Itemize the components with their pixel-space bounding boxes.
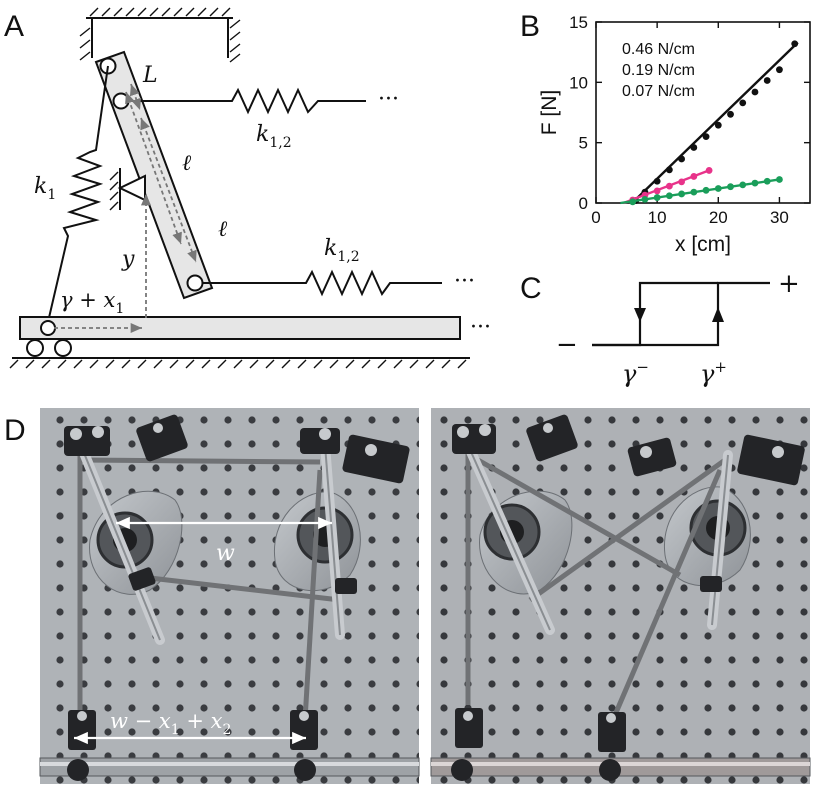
data-point <box>751 88 759 96</box>
panel-label-b: B <box>520 10 540 43</box>
chart-series <box>620 40 799 206</box>
chart-legend: 0.46 N/cm 0.19 N/cm 0.07 N/cm <box>622 41 695 100</box>
dimension-arrows <box>54 83 197 334</box>
hysteresis-lower-path <box>592 281 718 347</box>
rods-left <box>77 440 345 645</box>
data-point <box>791 40 799 48</box>
ellipsis-upper: ··· <box>378 87 399 112</box>
label-k1: k1 <box>34 174 56 203</box>
arrow-up-icon <box>712 307 724 322</box>
label-ell-lower: ℓ <box>218 217 228 242</box>
legend-entry: 0.07 N/cm <box>622 83 695 100</box>
label-L: L <box>142 63 158 88</box>
panel-b-chart: 0 10 20 30 0 5 10 15 x [cm] F [N] 0.46 N/cm 0.19… <box>538 13 811 256</box>
clamps-left <box>64 414 410 781</box>
data-point <box>714 121 722 129</box>
data-point <box>727 183 734 191</box>
y-tick-label: 15 <box>569 13 588 32</box>
spring-k1 <box>47 65 109 323</box>
top-ground-bracket <box>79 7 241 63</box>
y-tick-label: 0 <box>579 194 588 213</box>
ellipsis-lower: ··· <box>454 269 475 294</box>
label-w-formula: w − x1 + x2 <box>110 709 231 738</box>
data-point <box>739 99 747 107</box>
data-point <box>641 195 649 203</box>
data-point <box>739 181 747 189</box>
springs-right <box>465 445 727 716</box>
springs-left <box>77 450 341 721</box>
data-point <box>705 167 713 174</box>
chart-x-axis-label: x [cm] <box>675 233 731 256</box>
data-point <box>690 173 698 180</box>
series-2 <box>620 176 783 206</box>
x-tick-label: 30 <box>770 208 789 227</box>
panel-c-hysteresis <box>592 281 770 347</box>
legend-entry: 0.19 N/cm <box>622 62 695 79</box>
data-point <box>678 178 685 186</box>
label-k12-lower: k1,2 <box>324 236 360 265</box>
panel-label-c: C <box>520 272 542 305</box>
data-point <box>653 187 661 195</box>
data-point <box>763 77 771 84</box>
x-tick-label: 0 <box>591 208 600 227</box>
label-gamma-minus: γ− <box>622 358 649 388</box>
data-point <box>665 182 673 190</box>
data-point <box>751 179 759 187</box>
arrow-down-icon <box>634 308 646 322</box>
data-point <box>678 155 685 163</box>
hysteresis-upper-path <box>592 281 770 347</box>
label-minus: − <box>556 330 578 360</box>
data-point <box>727 110 734 118</box>
data-point <box>702 133 710 141</box>
chart-axes: 0 10 20 30 0 5 10 15 <box>569 13 811 227</box>
series-fit-line <box>631 41 799 204</box>
data-point <box>653 194 661 201</box>
label-w: w <box>216 541 235 566</box>
cart <box>9 316 470 369</box>
screws-right <box>457 423 784 723</box>
x-tick-label: 20 <box>709 208 728 227</box>
data-point <box>629 198 637 206</box>
data-point <box>776 176 783 183</box>
data-point <box>763 177 771 185</box>
spring-k12-upper <box>128 87 366 115</box>
data-point <box>690 188 698 196</box>
label-gamma-x1: γ + x1 <box>60 288 124 317</box>
clamps-right <box>451 414 805 781</box>
panel-label-a: A <box>4 10 24 43</box>
data-point <box>776 66 783 74</box>
rotating-bar <box>94 50 214 300</box>
rods-right <box>463 440 733 635</box>
legend-entry: 0.46 N/cm <box>622 41 695 58</box>
label-k12-upper: k1,2 <box>256 122 292 151</box>
label-gamma-plus: γ+ <box>700 358 727 388</box>
data-point <box>665 166 673 174</box>
label-ell-upper: ℓ <box>182 151 192 176</box>
panel-a-schematic <box>9 7 470 369</box>
photo-left: w w − x1 + x2 <box>39 408 420 784</box>
chart-y-axis-label: F [N] <box>538 90 561 136</box>
photo-right <box>430 408 811 784</box>
x-tick-label: 10 <box>648 208 667 227</box>
chart-frame <box>595 21 811 204</box>
y-tick-label: 10 <box>569 73 588 92</box>
label-y: y <box>121 247 135 272</box>
ellipsis-cart: ··· <box>470 315 491 340</box>
data-point <box>653 177 661 185</box>
panel-label-d: D <box>4 414 26 447</box>
data-point <box>702 186 710 194</box>
spring-k12-lower <box>202 269 442 297</box>
y-tick-label: 5 <box>579 134 588 153</box>
label-plus: + <box>778 269 800 299</box>
data-point <box>665 192 673 200</box>
screws-left <box>70 423 377 721</box>
photo-dimension-arrows-left <box>74 516 332 745</box>
data-point <box>678 190 685 198</box>
data-point <box>690 144 698 151</box>
data-point <box>714 185 722 192</box>
